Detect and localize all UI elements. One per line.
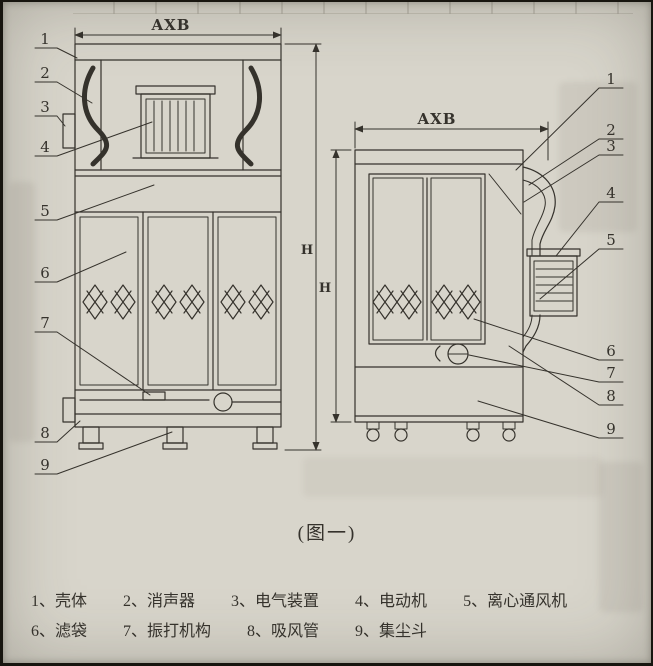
svg-text:4: 4 bbox=[606, 184, 616, 202]
front-electrical-box bbox=[62, 113, 76, 423]
side-height-dimension: H bbox=[319, 149, 352, 423]
front-fan-scrolls bbox=[81, 65, 263, 167]
side-casters bbox=[366, 421, 516, 442]
side-view: AXB bbox=[319, 70, 624, 442]
svg-text:6: 6 bbox=[40, 264, 50, 282]
legend-item: 3、电气装置 bbox=[231, 593, 320, 610]
side-duct bbox=[522, 166, 556, 353]
front-rapping-mechanism bbox=[74, 391, 282, 415]
side-callout-1: 1 bbox=[515, 70, 624, 171]
side-width-label: AXB bbox=[417, 110, 457, 128]
svg-text:6: 6 bbox=[606, 342, 616, 360]
side-callouts: 1 2 3 4 5 bbox=[468, 70, 624, 439]
svg-text:2: 2 bbox=[40, 64, 50, 82]
side-callout-6: 6 bbox=[473, 318, 624, 361]
side-callout-8: 8 bbox=[508, 345, 624, 406]
svg-text:9: 9 bbox=[40, 456, 50, 474]
front-doors bbox=[74, 211, 282, 391]
svg-text:8: 8 bbox=[606, 387, 616, 405]
svg-text:8: 8 bbox=[40, 424, 50, 442]
legend-item: 4、电动机 bbox=[355, 593, 428, 610]
svg-text:5: 5 bbox=[40, 202, 50, 220]
dust-collector-drawing: AXB bbox=[34, 16, 624, 475]
front-callout-6: 6 bbox=[34, 251, 127, 283]
side-hopper bbox=[354, 366, 524, 417]
legend-item: 6、滤袋 bbox=[31, 623, 88, 640]
side-callout-2: 2 bbox=[528, 121, 624, 186]
side-callout-4: 4 bbox=[555, 184, 624, 257]
front-callout-7: 7 bbox=[34, 314, 151, 396]
svg-text:5: 5 bbox=[606, 231, 616, 249]
legend-item: 2、消声器 bbox=[123, 593, 196, 610]
side-callout-3: 3 bbox=[523, 137, 624, 203]
front-callout-1: 1 bbox=[34, 30, 78, 59]
front-height-dimension: H bbox=[284, 43, 322, 451]
side-width-dimension: AXB bbox=[354, 110, 549, 161]
legend-item: 1、壳体 bbox=[31, 593, 88, 610]
parts-legend: 1、壳体 2、消声器 3、电气装置 4、电动机 5、离心通风机 6、滤袋 7、振… bbox=[31, 594, 631, 654]
svg-text:4: 4 bbox=[40, 138, 50, 156]
side-height-label: H bbox=[319, 281, 331, 296]
front-callout-3: 3 bbox=[34, 98, 66, 127]
legend-row-1: 1、壳体 2、消声器 3、电气装置 4、电动机 5、离心通风机 bbox=[31, 594, 631, 610]
front-base-feet bbox=[78, 426, 278, 450]
svg-text:9: 9 bbox=[606, 420, 616, 438]
svg-text:3: 3 bbox=[40, 98, 50, 116]
side-callout-5: 5 bbox=[539, 231, 624, 300]
legend-row-2: 6、滤袋 7、振打机构 8、吸风管 9、集尘斗 bbox=[31, 624, 631, 640]
side-doors bbox=[368, 173, 486, 345]
front-callouts: 1 2 3 4 5 bbox=[34, 30, 173, 475]
legend-item: 9、集尘斗 bbox=[355, 623, 428, 640]
front-callout-2: 2 bbox=[34, 64, 93, 104]
svg-text:1: 1 bbox=[40, 30, 50, 48]
side-callout-7: 7 bbox=[468, 354, 624, 383]
side-motor-grille bbox=[526, 248, 581, 317]
side-casing bbox=[354, 149, 524, 423]
side-callout-9: 9 bbox=[477, 400, 624, 439]
front-callout-5: 5 bbox=[34, 184, 155, 221]
front-motor-grille bbox=[132, 85, 219, 159]
front-height-label: H bbox=[301, 243, 313, 258]
svg-text:1: 1 bbox=[606, 70, 616, 88]
svg-text:7: 7 bbox=[40, 314, 50, 332]
front-callout-8: 8 bbox=[34, 420, 81, 443]
svg-text:3: 3 bbox=[606, 137, 616, 155]
svg-text:7: 7 bbox=[606, 364, 616, 382]
front-callout-9: 9 bbox=[34, 431, 173, 475]
figure-caption: (图一) bbox=[297, 523, 357, 544]
legend-item: 7、振打机构 bbox=[123, 623, 212, 640]
legend-item: 8、吸风管 bbox=[247, 623, 320, 640]
front-view: AXB bbox=[34, 16, 322, 475]
svg-text:2: 2 bbox=[606, 121, 616, 139]
front-width-dimension: AXB bbox=[74, 16, 282, 45]
front-callout-4: 4 bbox=[34, 121, 153, 157]
side-handwheel bbox=[434, 343, 469, 365]
front-width-label: AXB bbox=[151, 16, 191, 34]
legend-item: 5、离心通风机 bbox=[463, 593, 568, 610]
